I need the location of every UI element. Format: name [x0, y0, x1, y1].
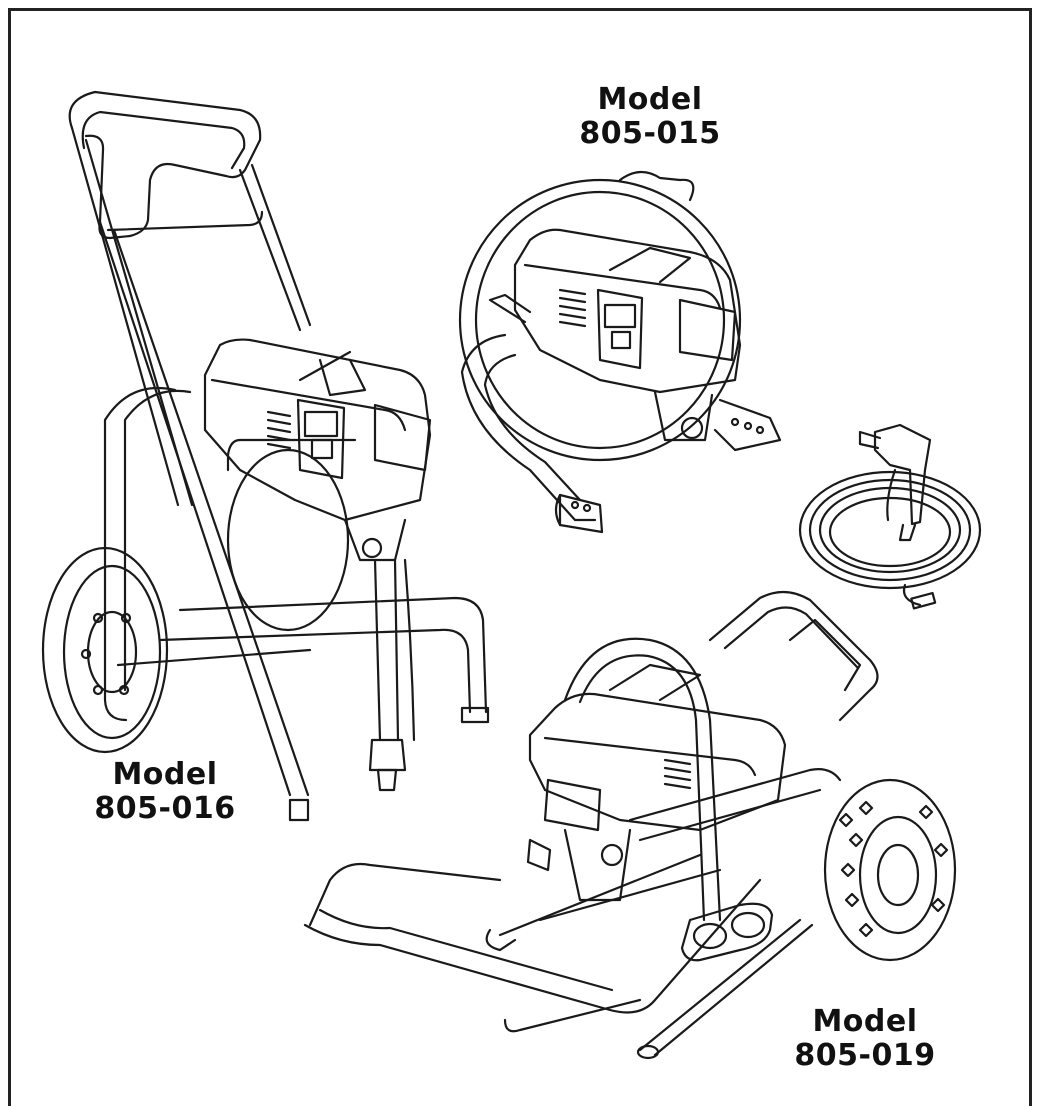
spray-gun-and-hose [800, 425, 980, 608]
model-805-016-cart-sprayer [43, 92, 488, 820]
model-805-016-label: Model 805-016 [80, 758, 250, 826]
model-805-019-label: Model 805-019 [780, 1005, 950, 1073]
model-number: 805-016 [94, 791, 236, 826]
model-805-015-reel-sprayer [460, 172, 780, 532]
model-805-019-lowboy-sprayer [305, 592, 955, 1058]
model-word: Model [812, 1004, 918, 1039]
model-word: Model [112, 757, 218, 792]
model-number: 805-019 [794, 1038, 936, 1073]
model-805-015-label: Model 805-015 [565, 83, 735, 151]
model-number: 805-015 [579, 116, 721, 151]
model-word: Model [597, 82, 703, 117]
page-frame [8, 8, 1032, 1106]
